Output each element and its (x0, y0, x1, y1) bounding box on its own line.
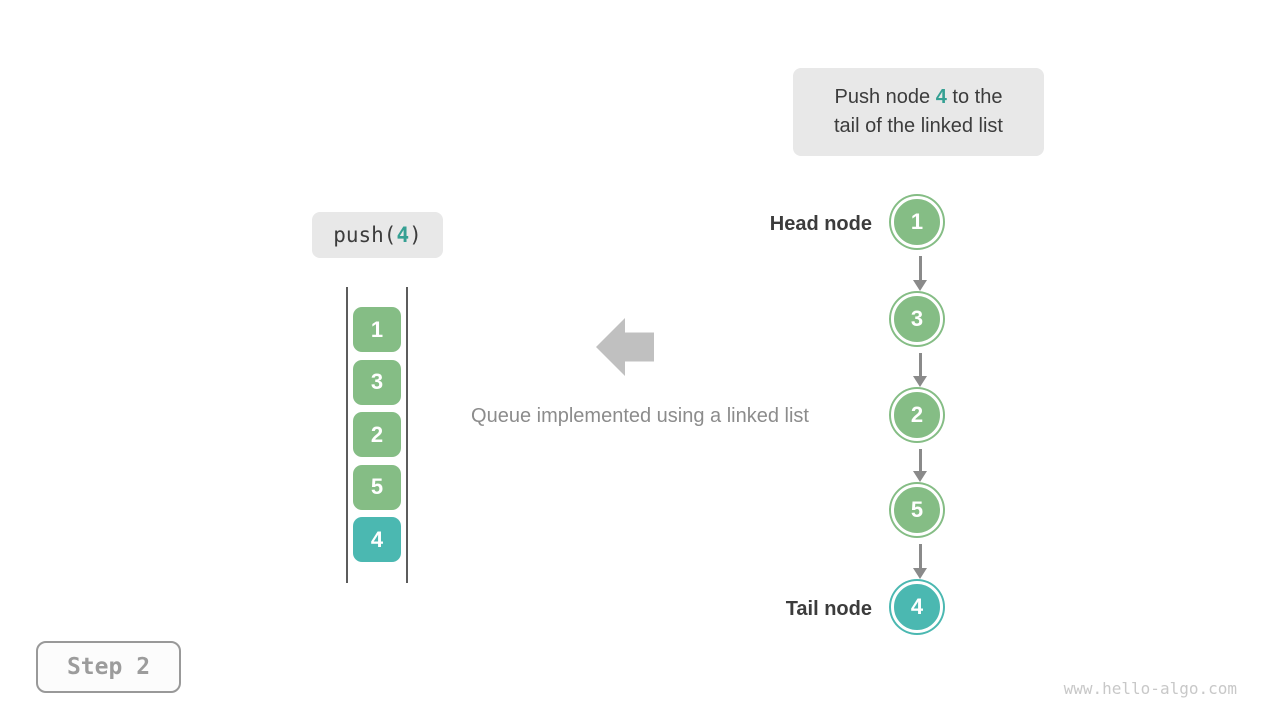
queue-cell: 2 (353, 412, 401, 457)
list-node: 4 (891, 581, 943, 633)
step-badge: Step 2 (36, 641, 181, 693)
queue-container: 1 3 2 5 4 (346, 287, 408, 583)
queue-wall-left (346, 287, 348, 583)
caption-text: Push node 4 to the tail of the linked li… (821, 83, 1017, 141)
caption-value: 4 (935, 86, 947, 108)
queue-wall-right (406, 287, 408, 583)
arrow-down-connector (913, 544, 927, 579)
queue-cell: 1 (353, 307, 401, 352)
caption-box: Push node 4 to the tail of the linked li… (793, 68, 1044, 156)
arrow-shaft (918, 449, 922, 471)
list-node: 2 (891, 389, 943, 441)
arrow-shaft (918, 256, 922, 280)
caption-prefix: Push node (834, 86, 936, 108)
diagram-caption: Queue implemented using a linked list (471, 405, 809, 427)
list-node: 1 (891, 196, 943, 248)
arrow-down-connector (913, 256, 927, 291)
push-operation-label: push(4) (312, 212, 443, 258)
watermark: www.hello-algo.com (1063, 679, 1237, 698)
caption-suffix: to the tail of the linked list (834, 86, 1003, 137)
arrow-head-icon (913, 280, 927, 291)
queue-cell: 3 (353, 359, 401, 405)
arrow-shaft (918, 353, 922, 376)
arrow-down-connector (913, 353, 927, 387)
arrow-head-icon (913, 568, 927, 579)
head-node-label: Head node (769, 213, 872, 235)
op-prefix: push( (333, 223, 397, 247)
arrow-shaft (918, 544, 922, 568)
queue-cell: 5 (353, 464, 401, 510)
arrow-head-icon (913, 471, 927, 482)
list-node: 5 (891, 484, 943, 536)
tail-node-label: Tail node (785, 598, 872, 620)
op-arg: 4 (396, 223, 410, 247)
op-suffix: ) (409, 223, 422, 247)
arrow-down-connector (913, 449, 927, 482)
queue-cell: 4 (353, 517, 401, 562)
arrow-head-icon (913, 376, 927, 387)
list-node: 3 (891, 293, 943, 345)
